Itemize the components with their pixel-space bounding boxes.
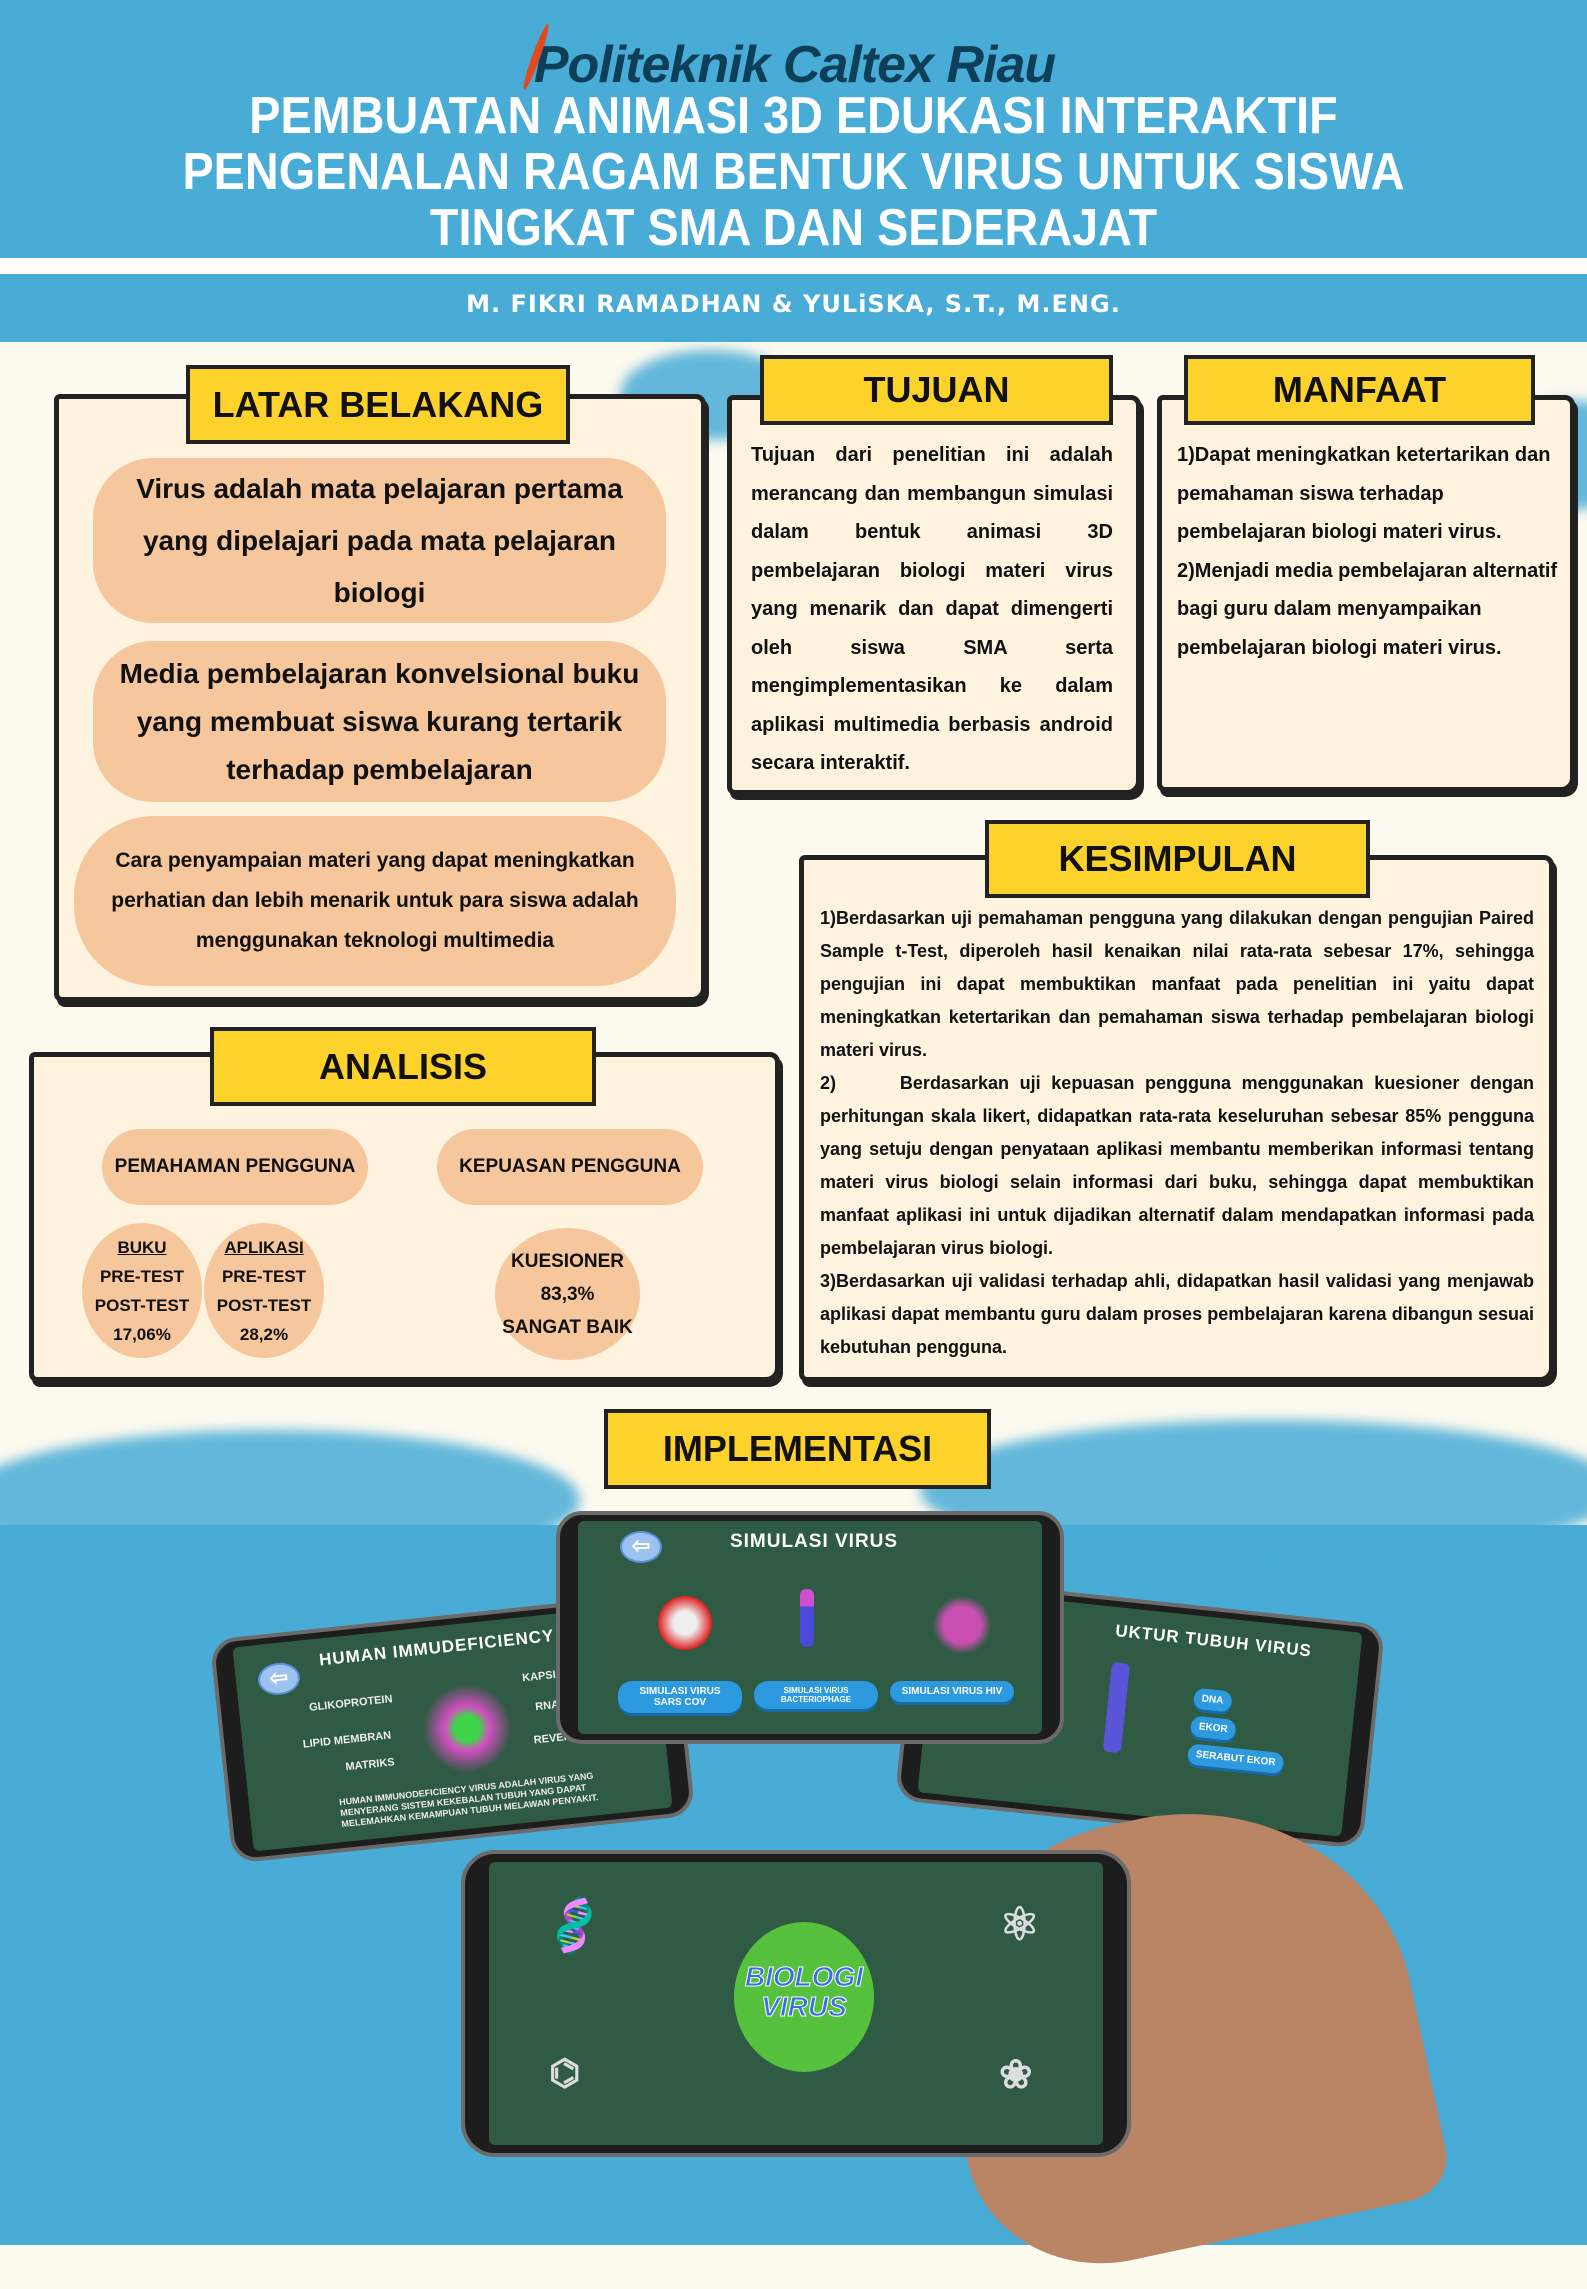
pemahaman-label: PEMAHAMAN PENGGUNA <box>102 1129 368 1205</box>
virus-description: HUMAN IMMUNODEFICIENCY VIRUS ADALAH VIRU… <box>338 1770 599 1830</box>
part-label-button[interactable]: SERABUT EKOR <box>1186 1743 1285 1775</box>
kesimpulan-item: 2) Berdasarkan uji kepuasan pengguna men… <box>820 1073 1534 1258</box>
hiv-virus-icon <box>417 1679 517 1778</box>
manfaat-title: MANFAAT <box>1184 355 1535 425</box>
simulasi-hiv-button[interactable]: SIMULASI VIRUS HIV <box>890 1681 1014 1702</box>
kuesioner-result: KUESIONER 83,3% SANGAT BAIK <box>495 1228 640 1360</box>
simulasi-sars-cov-button[interactable]: SIMULASI VIRUS SARS COV <box>618 1681 742 1713</box>
app-title-bottom: VIRUS <box>761 1991 848 2022</box>
cell-icon: ❀ <box>999 2053 1033 2097</box>
title-line: Tingkat SMA dan Sederajat <box>429 199 1158 257</box>
poster-title: Pembuatan Animasi 3D Edukasi Interaktif … <box>0 88 1587 256</box>
background-point: Media pembelajaran konvelsional buku yan… <box>93 641 666 802</box>
manfaat-panel <box>1157 395 1575 792</box>
main-screen: 🧬 ⚛ ⌬ ❀ BIOLOGI VIRUS <box>489 1862 1103 2145</box>
app-logo-text: BIOLOGI VIRUS <box>689 1961 919 2022</box>
sars-cov-virus-icon <box>658 1596 712 1650</box>
simulasi-bacteriophage-button[interactable]: SIMULASI VIRUS BACTERIOPHAGE <box>754 1681 878 1709</box>
phone-main-screen: 🧬 ⚛ ⌬ ❀ BIOLOGI VIRUS <box>461 1850 1131 2157</box>
virus-part-label: LIPID MEMBRAN <box>302 1729 392 1751</box>
post-test-label: POST-TEST <box>216 1295 312 1315</box>
tujuan-panel <box>727 395 1141 795</box>
app-title-top: BIOLOGI <box>744 1961 864 1992</box>
back-arrow-icon[interactable]: ⇦ <box>256 1660 302 1697</box>
molecule-icon: ⌬ <box>549 2052 581 2093</box>
manfaat-item: 1)Dapat meningkatkan ketertarikan dan pe… <box>1177 444 1551 543</box>
kepuasan-label: KEPUASAN PENGGUNA <box>437 1129 703 1205</box>
hiv-virus-icon <box>933 1596 991 1654</box>
buku-result: BUKU PRE-TEST POST-TEST 17,06% <box>82 1223 202 1358</box>
tujuan-text: Tujuan dari penelitian ini adalah meranc… <box>751 444 1113 774</box>
background-point: Virus adalah mata pelajaran pertama yang… <box>93 458 666 623</box>
institution-logo: Politeknik Caltex Riau <box>0 22 1587 95</box>
background-point: Cara penyampaian materi yang dapat menin… <box>74 816 676 986</box>
back-arrow-icon[interactable]: ⇦ <box>620 1531 662 1563</box>
aplikasi-value: 28,2% <box>239 1324 289 1344</box>
kuesioner-value: 83,3% <box>540 1283 595 1305</box>
phone-simulasi-screen: ⇦ SIMULASI VIRUS SIMULASI VIRUS SARS COV… <box>556 1511 1064 1744</box>
title-line: Pengenalan Ragam Bentuk Virus Untuk Sisw… <box>182 143 1405 201</box>
kuesioner-heading: KUESIONER <box>511 1250 624 1272</box>
bacteriophage-icon <box>1102 1661 1131 1754</box>
authors: M. FIKRI RAMADHAN & YULiSKA, S.T., M.ENG… <box>466 290 1121 318</box>
pre-test-label: PRE-TEST <box>99 1266 185 1286</box>
simulasi-screen: ⇦ SIMULASI VIRUS SIMULASI VIRUS SARS COV… <box>578 1521 1042 1734</box>
buku-heading: BUKU <box>117 1237 167 1257</box>
latar-belakang-title: LATAR BELAKANG <box>186 365 570 444</box>
bacteriophage-virus-icon <box>800 1589 814 1647</box>
tujuan-title: TUJUAN <box>760 355 1113 425</box>
kesimpulan-panel <box>799 855 1554 1382</box>
part-label-button[interactable]: EKOR <box>1189 1715 1237 1742</box>
virus-logo-icon <box>734 1922 874 2072</box>
pre-test-label: PRE-TEST <box>221 1266 307 1286</box>
virus-part-label: GLIKOPROTEIN <box>308 1693 394 1714</box>
manfaat-list: 1)Dapat meningkatkan ketertarikan dan pe… <box>1177 436 1562 667</box>
virus-part-label: MATRIKS <box>344 1756 396 1774</box>
cloud-decoration <box>0 1430 580 1570</box>
screen-title: UKTUR TUBUH VIRUS <box>1114 1621 1313 1661</box>
aplikasi-heading: APLIKASI <box>224 1237 304 1257</box>
part-label-button[interactable]: DNA <box>1192 1687 1233 1713</box>
post-test-label: POST-TEST <box>94 1295 190 1315</box>
logo-text: Politeknik Caltex Riau <box>533 36 1056 94</box>
kesimpulan-item: 3)Berdasarkan uji validasi terhadap ahli… <box>820 1271 1534 1357</box>
atom-icon: ⚛ <box>999 1898 1041 1950</box>
divider <box>0 258 1587 274</box>
kuesioner-rating: SANGAT BAIK <box>502 1316 633 1338</box>
header-banner <box>0 0 1587 258</box>
author-band <box>0 274 1587 342</box>
kesimpulan-item: 1)Berdasarkan uji pemahaman pengguna yan… <box>820 908 1534 1060</box>
implementasi-title: IMPLEMENTASI <box>604 1409 991 1489</box>
buku-value: 17,06% <box>113 1324 171 1344</box>
manfaat-item: 2)Menjadi media pembelajaran alternatif … <box>1177 559 1558 659</box>
kesimpulan-title: KESIMPULAN <box>985 820 1370 898</box>
dna-icon: 🧬 <box>540 1892 610 1960</box>
aplikasi-result: APLIKASI PRE-TEST POST-TEST 28,2% <box>204 1223 324 1358</box>
screen-title: SIMULASI VIRUS <box>729 1531 899 1552</box>
title-line: Pembuatan Animasi 3D Edukasi Interaktif <box>249 87 1338 145</box>
analisis-title: ANALISIS <box>210 1027 596 1106</box>
kesimpulan-list: 1)Berdasarkan uji pemahaman pengguna yan… <box>820 902 1534 1364</box>
